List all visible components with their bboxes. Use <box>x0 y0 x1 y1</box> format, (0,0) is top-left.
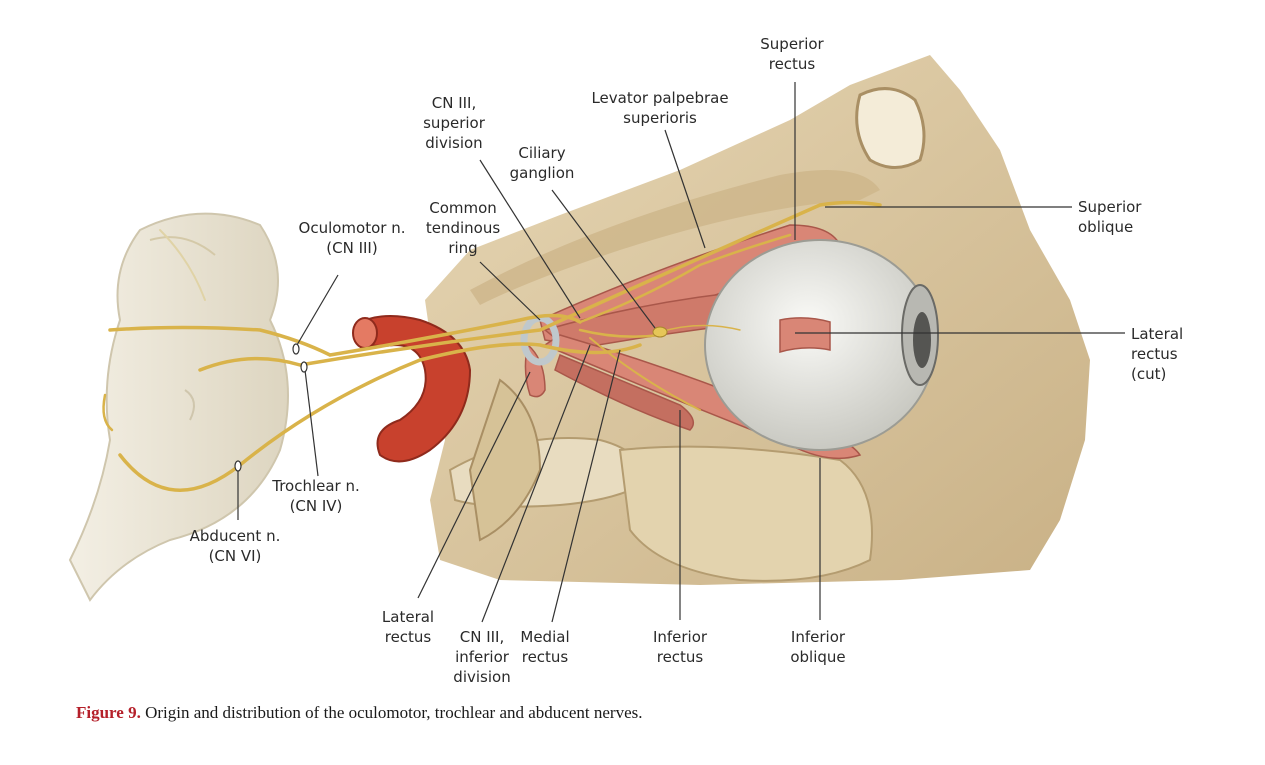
figure-caption-text: Origin and distribution of the oculomoto… <box>140 703 643 722</box>
label-lateral-rectus: Lateral rectus <box>381 608 435 646</box>
label-superior-rectus: Superior rectus <box>760 35 824 73</box>
cranial-nerves <box>102 200 882 492</box>
leader-lines <box>237 82 1125 623</box>
label-ciliary-ganglion: Ciliary ganglion <box>509 144 575 182</box>
ciliary-ganglion-mark <box>652 326 668 338</box>
label-superior-oblique: Superior oblique <box>1078 198 1142 236</box>
label-cn3-inferior-division: CN III, inferior division <box>453 628 511 686</box>
label-lateral-rectus-cut: Lateral rectus (cut) <box>1131 325 1184 383</box>
label-abducent-nerve: Abducent n. (CN VI) <box>189 527 281 565</box>
label-levator-palpebrae: Levator palpebrae superioris <box>591 89 729 127</box>
label-inferior-rectus: Inferior rectus <box>652 628 708 666</box>
figure-caption: Figure 9. Origin and distribution of the… <box>76 703 642 723</box>
label-oculomotor-nerve: Oculomotor n. (CN III) <box>298 219 406 257</box>
label-cn3-superior-division: CN III, superior division <box>423 94 485 152</box>
label-trochlear-nerve: Trochlear n. (CN IV) <box>272 477 360 515</box>
brainstem <box>68 212 289 602</box>
label-inferior-oblique: Inferior oblique <box>790 628 846 666</box>
label-medial-rectus: Medial rectus <box>520 628 570 666</box>
label-common-tendinous-ring: Common tendinous ring <box>425 199 501 257</box>
eyeball <box>704 239 939 451</box>
nerve-markers <box>234 343 308 472</box>
common-tendinous-ring <box>520 314 560 366</box>
figure-number: Figure 9. <box>76 703 141 722</box>
